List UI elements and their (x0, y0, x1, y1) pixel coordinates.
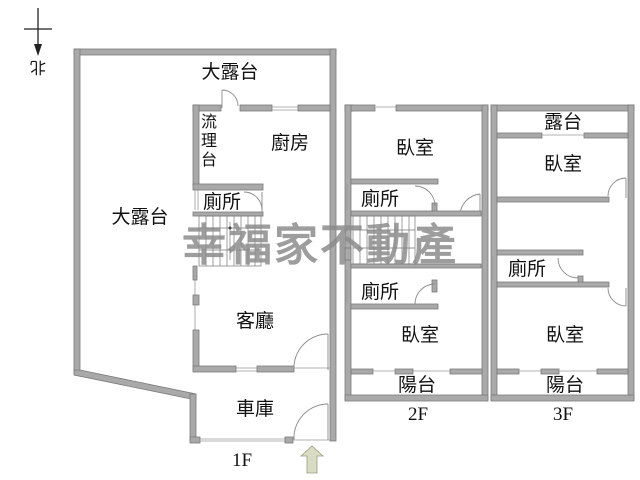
room-label-large-terrace-top: 大露台 (201, 61, 258, 83)
room-label-garage: 車庫 (236, 398, 274, 420)
room-label-bedroom-back: 臥室 (401, 324, 439, 346)
room-label-bedroom-front: 臥室 (396, 137, 434, 159)
room-label-toilet: 廁所 (508, 257, 546, 280)
floor-label-2f: 2F (408, 404, 428, 425)
room-label-toilet-upper: 廁所 (361, 187, 399, 210)
room-label-sink-char1: 流 (201, 112, 217, 131)
room-label-sink-char3: 台 (201, 150, 217, 169)
north-arrow-icon (24, 8, 52, 56)
room-label-bedroom-back: 臥室 (546, 324, 584, 346)
room-label-balcony: 陽台 (546, 374, 584, 396)
floor-label-3f: 3F (553, 404, 573, 425)
stairs-1f (198, 215, 262, 267)
stairs-2f (344, 210, 482, 269)
room-label-terrace: 露台 (544, 111, 582, 133)
watermark: 幸福家不動產 (182, 220, 458, 271)
room-label-sink-char2: 理 (201, 131, 217, 150)
room-label-toilet-lower: 廁所 (361, 280, 399, 303)
room-label-large-terrace-side: 大露台 (111, 206, 168, 228)
room-label-toilet: 廁所 (203, 190, 241, 213)
entrance-arrow-icon (299, 445, 325, 474)
floor-1f: 大露台 大露台 流 理 台 廚房 廁所 客廳 車庫 1F (73, 48, 337, 474)
room-label-balcony: 陽台 (398, 374, 436, 396)
compass-label: 北 (30, 58, 46, 77)
floor-2f: 臥室 廁所 廁所 臥室 陽台 2F (344, 104, 489, 425)
floor-label-1f: 1F (232, 450, 252, 471)
room-label-bedroom-front: 臥室 (544, 153, 582, 175)
floor-3f: 露台 臥室 廁所 臥室 陽台 3F (490, 104, 635, 425)
room-label-living-room: 客廳 (236, 310, 274, 332)
room-label-kitchen: 廚房 (271, 131, 309, 154)
